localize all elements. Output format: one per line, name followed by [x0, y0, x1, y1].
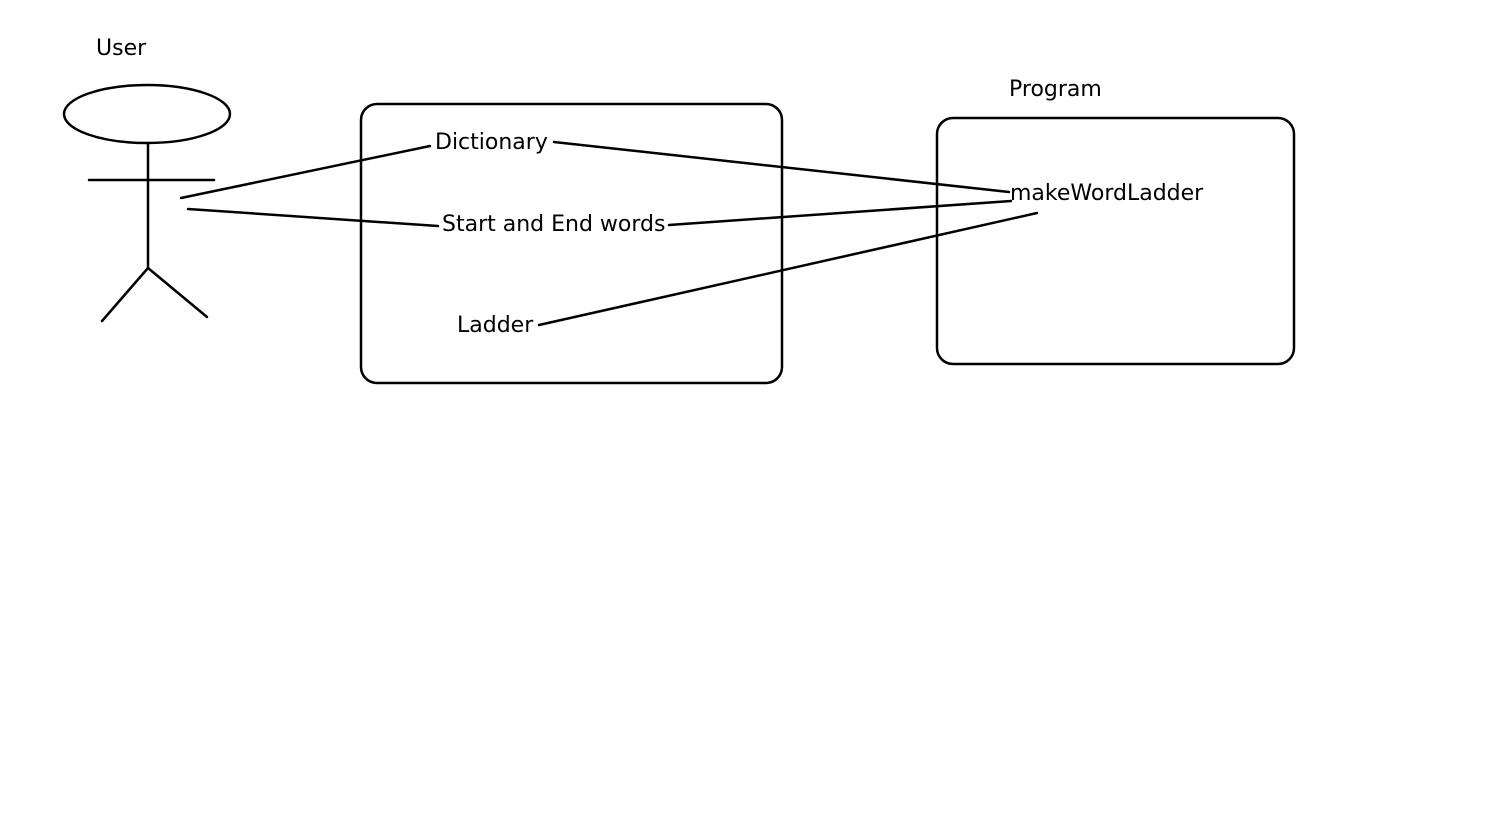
dictionary-label: Dictionary	[435, 130, 548, 155]
actor-head	[62, 83, 232, 145]
connector-start-end-program	[667, 199, 1013, 227]
actor-left-leg	[100, 266, 150, 323]
connectors	[179, 140, 1039, 327]
program-box-border	[935, 116, 1296, 366]
ladder-label: Ladder	[457, 313, 534, 338]
program-box: Program makeWordLadder	[935, 77, 1296, 366]
program-label: Program	[1009, 77, 1102, 102]
connector-user-start-end	[186, 207, 440, 228]
actor-right-leg	[146, 266, 209, 319]
start-end-words-label: Start and End words	[442, 212, 665, 237]
make-word-ladder-label: makeWordLadder	[1010, 181, 1204, 206]
connector-dictionary-program	[552, 140, 1011, 194]
connector-ladder-program	[537, 211, 1039, 327]
connector-user-dictionary	[179, 144, 432, 200]
user-label: User	[96, 36, 147, 61]
data-box-border	[359, 102, 784, 385]
user-actor: User	[62, 36, 232, 323]
data-box: Dictionary Start and End words Ladder	[359, 102, 784, 385]
